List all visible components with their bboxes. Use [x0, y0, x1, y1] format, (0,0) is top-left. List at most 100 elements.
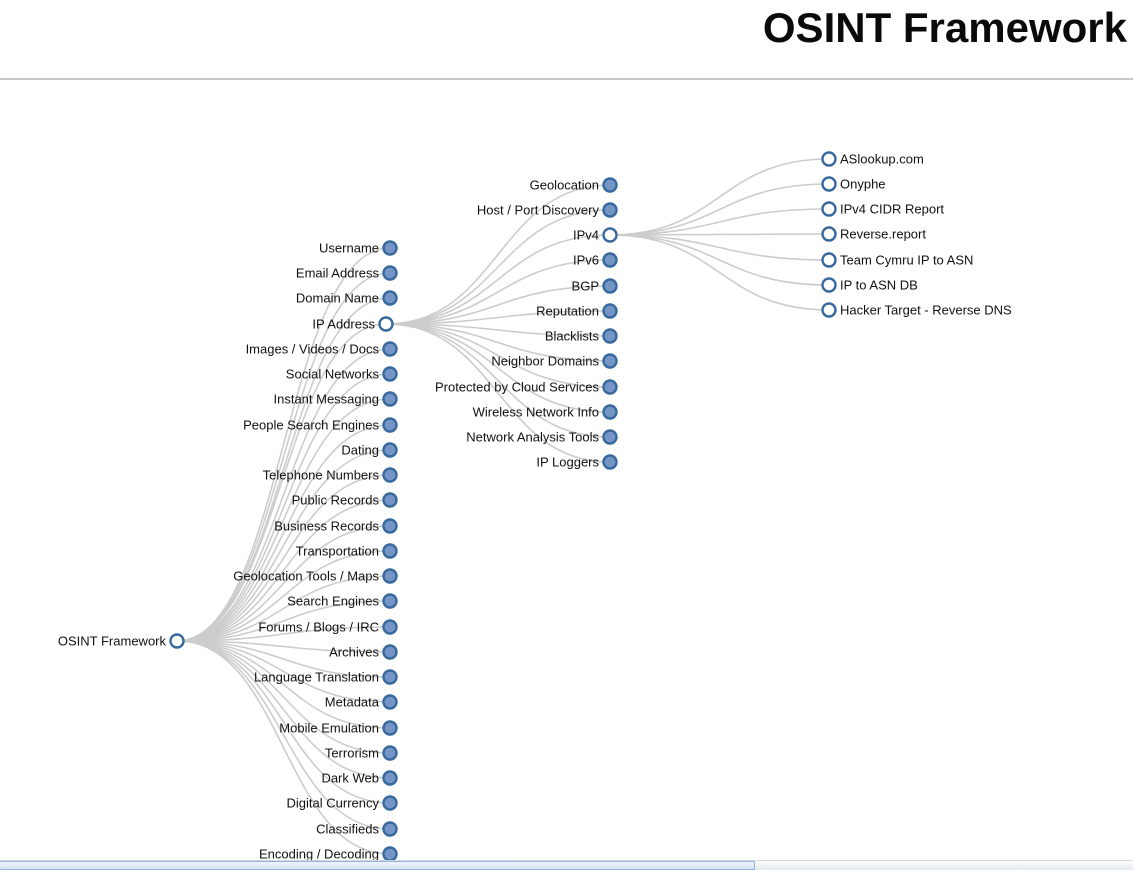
tree-node-geolocation-tools-maps[interactable]: Geolocation Tools / Maps — [233, 568, 398, 584]
tree-node-circle[interactable] — [382, 442, 398, 458]
tree-node-dark-web[interactable]: Dark Web — [321, 770, 398, 786]
tree-node-circle[interactable] — [821, 252, 837, 268]
tree-node-label[interactable]: Reverse.report — [840, 227, 926, 242]
tree-node-circle[interactable] — [602, 353, 618, 369]
tree-node-label[interactable]: Network Analysis Tools — [466, 430, 599, 445]
tree-node-label[interactable]: Reputation — [536, 304, 599, 319]
tree-node-circle[interactable] — [382, 795, 398, 811]
tree-node-search-engines[interactable]: Search Engines — [287, 593, 398, 609]
tree-node-circle[interactable] — [382, 518, 398, 534]
tree-node-label[interactable]: Geolocation — [530, 178, 599, 193]
tree-node-circle[interactable] — [382, 366, 398, 382]
tree-node-label[interactable]: Protected by Cloud Services — [435, 380, 600, 395]
tree-node-network-analysis-tools[interactable]: Network Analysis Tools — [466, 429, 618, 445]
tree-node-protected-by-cloud-services[interactable]: Protected by Cloud Services — [435, 379, 618, 395]
tree-node-label[interactable]: Archives — [329, 645, 379, 660]
tree-node-circle[interactable] — [382, 417, 398, 433]
tree-node-label[interactable]: Instant Messaging — [273, 392, 379, 407]
tree-node-label[interactable]: Neighbor Domains — [491, 354, 599, 369]
tree-node-circle[interactable] — [382, 290, 398, 306]
tree-node-label[interactable]: IPv6 — [573, 253, 599, 268]
tree-node-neighbor-domains[interactable]: Neighbor Domains — [491, 353, 618, 369]
tree-node-label[interactable]: Wireless Network Info — [473, 405, 599, 420]
tree-node-language-translation[interactable]: Language Translation — [254, 669, 398, 685]
tree-node-people-search-engines[interactable]: People Search Engines — [243, 417, 398, 433]
tree-node-public-records[interactable]: Public Records — [292, 492, 398, 508]
tree-node-circle[interactable] — [382, 341, 398, 357]
tree-node-label[interactable]: Transportation — [296, 544, 379, 559]
tree-node-label[interactable]: IPv4 — [573, 228, 599, 243]
tree-node-label[interactable]: BGP — [572, 279, 599, 294]
tree-node-reputation[interactable]: Reputation — [536, 303, 618, 319]
tree-node-social-networks[interactable]: Social Networks — [286, 366, 398, 382]
tree-node-dating[interactable]: Dating — [341, 442, 398, 458]
tree-node-circle[interactable] — [821, 151, 837, 167]
tree-node-label[interactable]: Encoding / Decoding — [259, 847, 379, 862]
tree-node-label[interactable]: Metadata — [325, 695, 380, 710]
tree-node-label[interactable]: Dating — [341, 443, 379, 458]
tree-node-label[interactable]: Language Translation — [254, 670, 379, 685]
horizontal-scrollbar-thumb[interactable] — [0, 861, 755, 870]
tree-node-circle[interactable] — [602, 202, 618, 218]
tree-node-label[interactable]: OSINT Framework — [58, 634, 167, 649]
tree-node-circle[interactable] — [382, 467, 398, 483]
tree-node-aslookup-com[interactable]: ASlookup.com — [821, 151, 924, 167]
tree-node-wireless-network-info[interactable]: Wireless Network Info — [473, 404, 618, 420]
tree-node-circle[interactable] — [602, 227, 618, 243]
tree-node-circle[interactable] — [602, 328, 618, 344]
tree-node-label[interactable]: Geolocation Tools / Maps — [233, 569, 379, 584]
tree-node-circle[interactable] — [602, 252, 618, 268]
tree-node-label[interactable]: Username — [319, 241, 379, 256]
tree-node-terrorism[interactable]: Terrorism — [325, 745, 398, 761]
tree-node-circle[interactable] — [382, 391, 398, 407]
tree-node-circle[interactable] — [821, 277, 837, 293]
tree-node-label[interactable]: Terrorism — [325, 746, 379, 761]
tree-node-label[interactable]: Search Engines — [287, 594, 379, 609]
tree-node-circle[interactable] — [821, 201, 837, 217]
tree-node-bgp[interactable]: BGP — [572, 278, 618, 294]
tree-node-label[interactable]: Social Networks — [286, 367, 380, 382]
tree-node-archives[interactable]: Archives — [329, 644, 398, 660]
tree-node-circle[interactable] — [378, 316, 394, 332]
tree-node-circle[interactable] — [602, 303, 618, 319]
tree-node-ip-address[interactable]: IP Address — [312, 316, 394, 332]
tree-node-telephone-numbers[interactable]: Telephone Numbers — [263, 467, 398, 483]
tree-node-circle[interactable] — [382, 543, 398, 559]
tree-node-instant-messaging[interactable]: Instant Messaging — [273, 391, 398, 407]
tree-node-label[interactable]: Classifieds — [316, 822, 379, 837]
tree-node-circle[interactable] — [602, 177, 618, 193]
tree-node-label[interactable]: Public Records — [292, 493, 380, 508]
tree-node-label[interactable]: Digital Currency — [287, 796, 380, 811]
tree-node-circle[interactable] — [602, 429, 618, 445]
tree-node-circle[interactable] — [382, 720, 398, 736]
tree-node-geolocation[interactable]: Geolocation — [530, 177, 618, 193]
tree-node-circle[interactable] — [821, 302, 837, 318]
tree-node-ip-loggers[interactable]: IP Loggers — [536, 454, 618, 470]
tree-node-circle[interactable] — [382, 745, 398, 761]
tree-node-label[interactable]: Host / Port Discovery — [477, 203, 600, 218]
tree-node-label[interactable]: Domain Name — [296, 291, 379, 306]
tree-node-hacker-target-reverse-dns[interactable]: Hacker Target - Reverse DNS — [821, 302, 1013, 318]
tree-node-label[interactable]: ASlookup.com — [840, 152, 924, 167]
tree-node-ip-to-asn-db[interactable]: IP to ASN DB — [821, 277, 918, 293]
tree-node-label[interactable]: Telephone Numbers — [263, 468, 380, 483]
tree-node-forums-blogs-irc[interactable]: Forums / Blogs / IRC — [258, 619, 398, 635]
tree-node-team-cymru-ip-to-asn[interactable]: Team Cymru IP to ASN — [821, 252, 974, 268]
tree-node-business-records[interactable]: Business Records — [274, 518, 398, 534]
tree-node-circle[interactable] — [602, 278, 618, 294]
tree-node-circle[interactable] — [382, 644, 398, 660]
tree-node-circle[interactable] — [821, 226, 837, 242]
tree-node-circle[interactable] — [382, 240, 398, 256]
tree-node-circle[interactable] — [382, 265, 398, 281]
tree-node-circle[interactable] — [382, 568, 398, 584]
tree-node-label[interactable]: Forums / Blogs / IRC — [258, 620, 379, 635]
tree-node-label[interactable]: IPv4 CIDR Report — [840, 202, 944, 217]
tree-node-label[interactable]: IP Address — [312, 317, 375, 332]
tree-node-ipv4[interactable]: IPv4 — [573, 227, 618, 243]
tree-node-domain-name[interactable]: Domain Name — [296, 290, 398, 306]
tree-node-label[interactable]: Mobile Emulation — [279, 721, 379, 736]
tree-node-circle[interactable] — [382, 770, 398, 786]
tree-node-label[interactable]: Hacker Target - Reverse DNS — [840, 303, 1012, 318]
tree-node-label[interactable]: Email Address — [296, 266, 380, 281]
tree-node-circle[interactable] — [382, 694, 398, 710]
